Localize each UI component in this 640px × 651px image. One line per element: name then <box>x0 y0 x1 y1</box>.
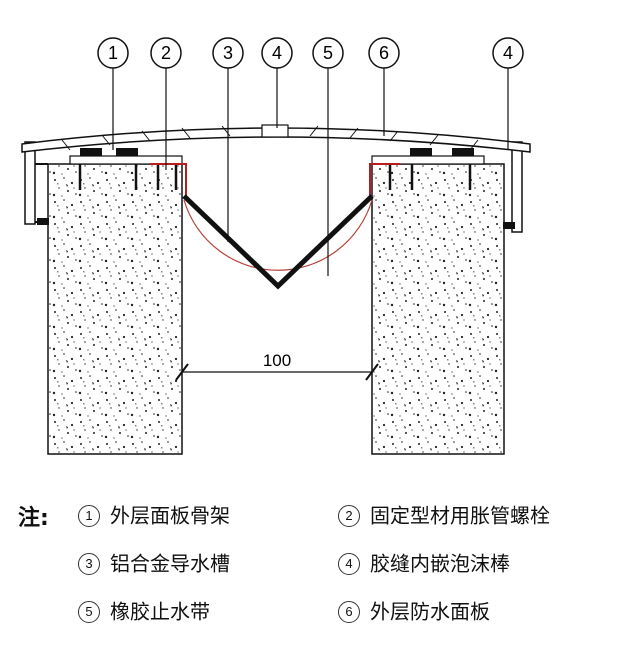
legend-item-2: 2 固定型材用胀管螺栓 <box>338 504 550 527</box>
callout-1: 1 <box>97 37 129 150</box>
right-clip-2 <box>452 148 474 156</box>
left-profile <box>69 155 183 165</box>
right-red-bracket <box>369 163 400 200</box>
svg-text:2: 2 <box>161 43 171 63</box>
legend-item-3: 3 铝合金导水槽 <box>78 552 230 575</box>
dimension-line: 100 <box>175 351 379 381</box>
left-clip-1 <box>80 148 102 156</box>
callout-4-center: 4 <box>261 37 293 128</box>
svg-text:4: 4 <box>503 43 513 63</box>
aluminium-gutter <box>182 194 374 290</box>
legend-number: 2 <box>338 504 360 527</box>
legend-text: 胶缝内嵌泡沫棒 <box>370 551 510 576</box>
center-foam-rod <box>261 124 289 138</box>
legend-text: 橡胶止水带 <box>110 599 210 624</box>
legend-text: 外层防水面板 <box>370 599 490 624</box>
callout-5: 5 <box>312 37 344 276</box>
legend-text: 固定型材用胀管螺栓 <box>370 503 550 528</box>
svg-text:6: 6 <box>379 43 389 63</box>
expansion-joint-diagram: 1 2 3 4 5 6 4 100 <box>21 37 531 455</box>
callout-4-right: 4 <box>492 37 524 150</box>
svg-text:1: 1 <box>108 43 118 63</box>
callout-3: 3 <box>212 37 244 242</box>
legend-item-1: 1 外层面板骨架 <box>78 504 230 527</box>
right-frame-bar <box>511 141 523 233</box>
outer-waterproof-panel <box>21 127 531 153</box>
dimension-value: 100 <box>263 351 291 370</box>
note-label: 注: <box>18 506 49 531</box>
legend-text: 外层面板骨架 <box>110 503 230 528</box>
anchor-bolts <box>78 164 472 190</box>
svg-text:4: 4 <box>272 43 282 63</box>
left-clip-2 <box>116 148 138 156</box>
callout-6: 6 <box>368 37 400 136</box>
legend-item-6: 6 外层防水面板 <box>338 600 490 623</box>
legend-number: 1 <box>78 504 100 527</box>
legend-item-4: 4 胶缝内嵌泡沫棒 <box>338 552 510 575</box>
right-clip-1 <box>410 148 432 156</box>
left-concrete-wall <box>47 163 183 455</box>
rubber-waterstop <box>183 199 373 271</box>
legend-number: 4 <box>338 552 360 575</box>
legend-number: 6 <box>338 600 360 623</box>
left-red-bracket <box>150 163 187 200</box>
legend-item-5: 5 橡胶止水带 <box>78 600 210 623</box>
legend-number: 3 <box>78 552 100 575</box>
svg-text:3: 3 <box>223 43 233 63</box>
legend-number: 5 <box>78 600 100 623</box>
left-frame-foot <box>37 218 49 225</box>
left-frame-bar <box>24 141 36 225</box>
right-concrete-wall <box>371 163 505 455</box>
callout-2: 2 <box>150 37 182 170</box>
svg-text:5: 5 <box>323 43 333 63</box>
right-profile <box>371 155 485 165</box>
right-frame-foot <box>503 222 515 229</box>
legend-text: 铝合金导水槽 <box>110 551 230 576</box>
